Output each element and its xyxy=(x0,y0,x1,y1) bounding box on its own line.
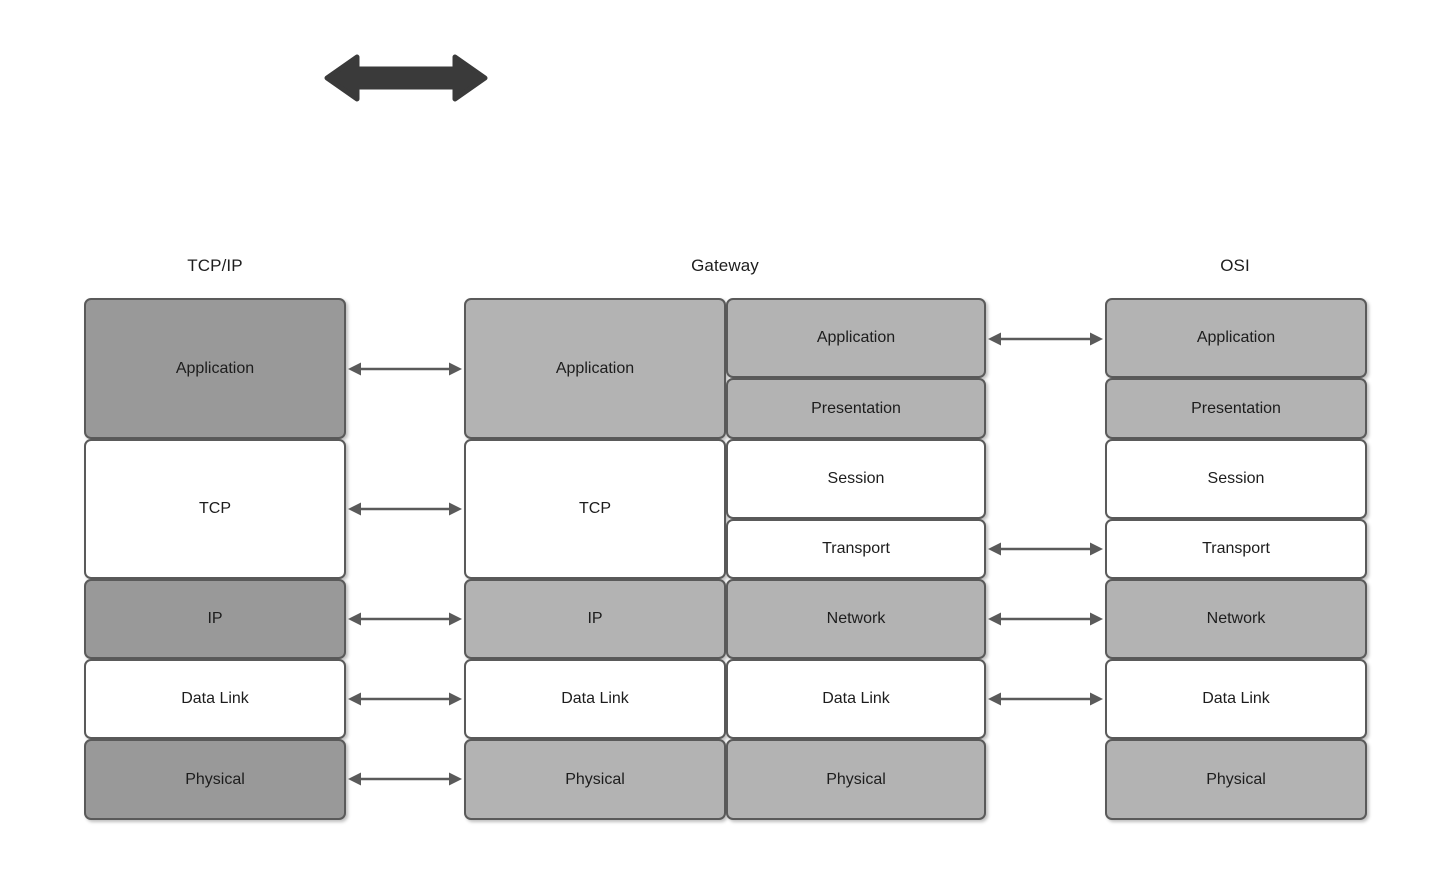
gateway-right-layer-application[interactable]: Application xyxy=(726,298,986,378)
block-double-arrow-icon xyxy=(324,54,488,102)
osi-layer-network[interactable]: Network xyxy=(1105,579,1367,659)
osi-layer-session[interactable]: Session xyxy=(1105,439,1367,519)
left-gap-arrow-physical xyxy=(348,772,462,786)
gateway-right-layer-data-link[interactable]: Data Link xyxy=(726,659,986,739)
osi-layer-data-link[interactable]: Data Link xyxy=(1105,659,1367,739)
gateway-left-layer-tcp[interactable]: TCP xyxy=(464,439,726,579)
gateway-right-layer-network[interactable]: Network xyxy=(726,579,986,659)
osi-layer-application[interactable]: Application xyxy=(1105,298,1367,378)
tcpip-layer-data-link[interactable]: Data Link xyxy=(84,659,346,739)
gateway-right-layer-physical[interactable]: Physical xyxy=(726,739,986,820)
gateway-left-layer-physical[interactable]: Physical xyxy=(464,739,726,820)
left-gap-arrow-application xyxy=(348,362,462,376)
gateway-left-layer-application[interactable]: Application xyxy=(464,298,726,439)
osi-layer-presentation[interactable]: Presentation xyxy=(1105,378,1367,439)
column-title-tcpip: TCP/IP xyxy=(187,256,243,275)
gateway-right-layer-session[interactable]: Session xyxy=(726,439,986,519)
gateway-right-layer-presentation[interactable]: Presentation xyxy=(726,378,986,439)
gateway-right-layer-transport[interactable]: Transport xyxy=(726,519,986,579)
right-gap-arrow-network xyxy=(988,612,1103,626)
tcpip-layer-application[interactable]: Application xyxy=(84,298,346,439)
osi-layer-physical[interactable]: Physical xyxy=(1105,739,1367,820)
right-gap-arrow-transport xyxy=(988,542,1103,556)
osi-layer-transport[interactable]: Transport xyxy=(1105,519,1367,579)
tcpip-layer-tcp[interactable]: TCP xyxy=(84,439,346,579)
right-gap-arrow-application xyxy=(988,332,1103,346)
left-gap-arrow-tcp xyxy=(348,502,462,516)
column-title-gateway: Gateway xyxy=(691,256,759,275)
gateway-left-layer-ip[interactable]: IP xyxy=(464,579,726,659)
column-title-osi: OSI xyxy=(1220,256,1250,275)
left-gap-arrow-ip xyxy=(348,612,462,626)
right-gap-arrow-data-link xyxy=(988,692,1103,706)
tcpip-layer-physical[interactable]: Physical xyxy=(84,739,346,820)
tcpip-layer-ip[interactable]: IP xyxy=(84,579,346,659)
block-arrow-shape xyxy=(324,54,488,102)
gateway-left-layer-data-link[interactable]: Data Link xyxy=(464,659,726,739)
left-gap-arrow-data-link xyxy=(348,692,462,706)
